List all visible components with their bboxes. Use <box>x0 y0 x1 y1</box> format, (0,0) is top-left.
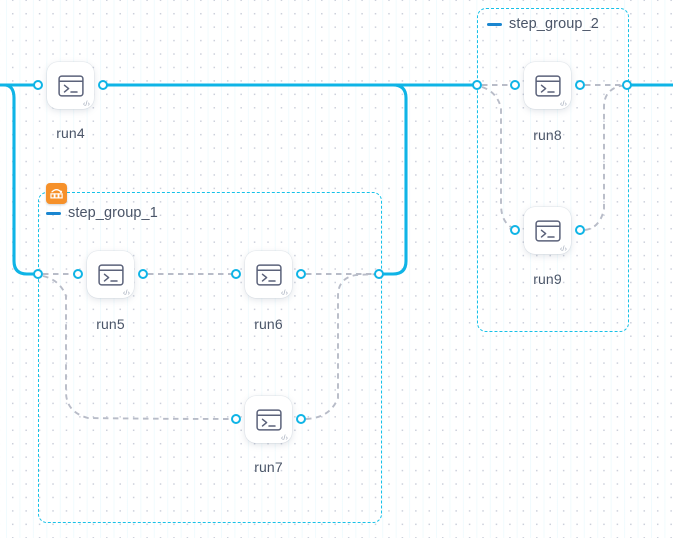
node-run4[interactable]: ‹/› <box>47 62 94 109</box>
port-run9-out[interactable] <box>575 225 585 235</box>
terminal-icon <box>534 74 561 97</box>
code-icon: ‹/› <box>280 432 288 442</box>
terminal-icon <box>534 219 561 242</box>
port-run4-out[interactable] <box>98 80 108 90</box>
terminal-icon <box>255 263 282 286</box>
node-run5[interactable]: ‹/› <box>87 251 134 298</box>
edge-branch-to-group1 <box>0 83 40 276</box>
group-box-step-group-2[interactable] <box>477 8 629 332</box>
group-label-step-group-1[interactable]: step_group_1 <box>46 205 158 221</box>
port-run7-in[interactable] <box>231 414 241 424</box>
port-run5-out[interactable] <box>138 269 148 279</box>
node-run9[interactable]: ‹/› <box>524 207 571 254</box>
node-label-run4: run4 <box>56 125 85 141</box>
port-group2-in[interactable] <box>472 80 482 90</box>
group-label-text: step_group_2 <box>509 16 599 32</box>
node-label-run6: run6 <box>254 316 283 332</box>
port-run8-in[interactable] <box>510 80 520 90</box>
code-icon: ‹/› <box>559 98 567 108</box>
minus-icon[interactable] <box>487 22 502 26</box>
step-group-badge-icon <box>46 183 67 204</box>
code-icon: ‹/› <box>280 287 288 297</box>
edge-group1-to-main <box>377 83 408 276</box>
terminal-icon <box>57 74 84 97</box>
node-label-run5: run5 <box>96 316 125 332</box>
port-group1-in[interactable] <box>33 269 43 279</box>
group-label-text: step_group_1 <box>68 205 158 221</box>
node-label-run7: run7 <box>254 459 283 475</box>
port-run8-out[interactable] <box>575 80 585 90</box>
code-icon: ‹/› <box>122 287 130 297</box>
port-run6-out[interactable] <box>296 269 306 279</box>
group-box-step-group-1[interactable] <box>38 192 382 523</box>
port-run7-out[interactable] <box>296 414 306 424</box>
code-icon: ‹/› <box>82 98 90 108</box>
terminal-icon <box>255 408 282 431</box>
node-run6[interactable]: ‹/› <box>245 251 292 298</box>
badge-glyph <box>50 189 63 199</box>
port-run9-in[interactable] <box>510 225 520 235</box>
port-group2-out[interactable] <box>622 80 632 90</box>
node-run7[interactable]: ‹/› <box>245 396 292 443</box>
port-run6-in[interactable] <box>231 269 241 279</box>
port-run5-in[interactable] <box>73 269 83 279</box>
minus-icon[interactable] <box>46 211 61 215</box>
node-run8[interactable]: ‹/› <box>524 62 571 109</box>
terminal-icon <box>97 263 124 286</box>
port-run4-in[interactable] <box>33 80 43 90</box>
port-group1-out[interactable] <box>374 269 384 279</box>
group-label-step-group-2[interactable]: step_group_2 <box>487 16 599 32</box>
node-label-run9: run9 <box>533 271 562 287</box>
node-label-run8: run8 <box>533 127 562 143</box>
code-icon: ‹/› <box>559 243 567 253</box>
